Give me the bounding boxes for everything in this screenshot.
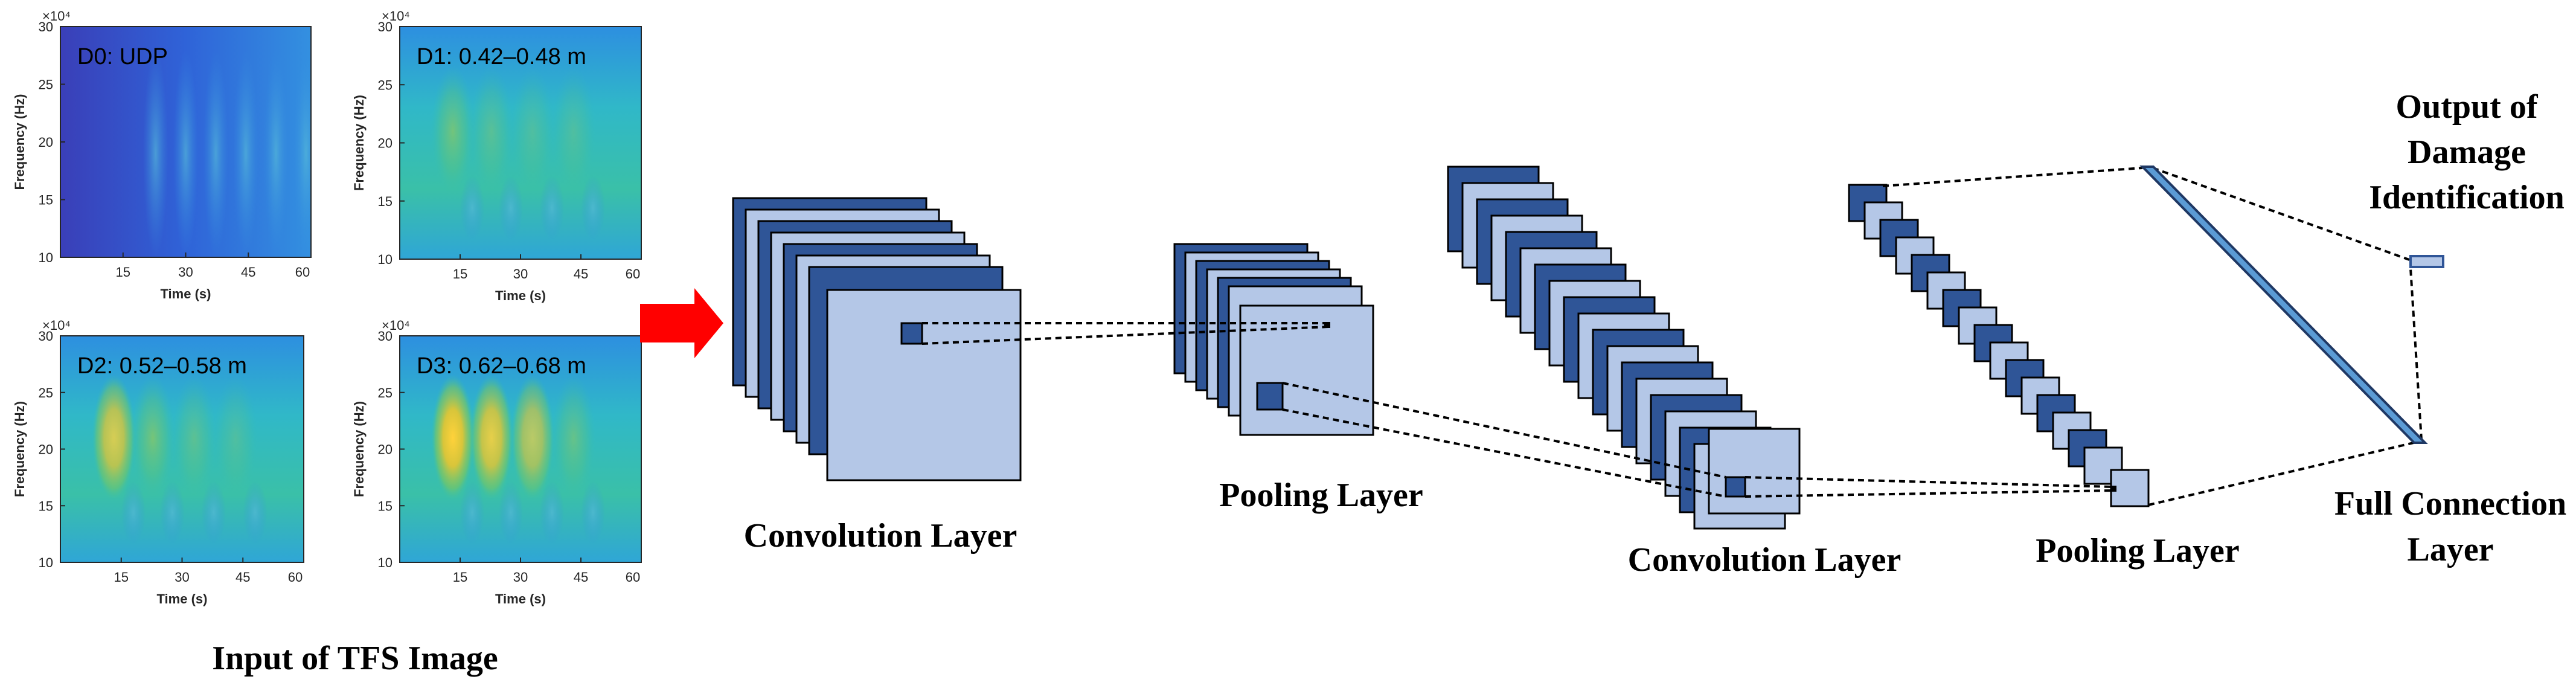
panel-label: D3: 0.62–0.68 m — [417, 353, 586, 379]
y-tick-label: 25 — [378, 77, 392, 92]
axis-exponent-label: ×10⁴ — [42, 318, 71, 333]
y-tick-label: 30 — [39, 329, 53, 344]
pool1-caption: Pooling Layer — [1219, 477, 1423, 514]
y-tick-label: 20 — [378, 442, 392, 457]
panel-label: D0: UDP — [77, 44, 168, 69]
spectrogram-image — [400, 336, 641, 562]
pool1-target-point — [1324, 322, 1330, 328]
x-tick-label: 60 — [626, 266, 640, 281]
spectrogram-image — [400, 27, 641, 259]
x-axis-label: Time (s) — [157, 591, 208, 606]
x-tick-label: 60 — [295, 265, 310, 280]
x-tick-label: 60 — [288, 570, 303, 585]
y-tick-label: 10 — [39, 555, 53, 570]
y-axis-label: Frequency (Hz) — [12, 94, 27, 190]
x-axis-label: Time (s) — [495, 591, 546, 606]
y-tick-label: 25 — [378, 385, 392, 400]
x-tick-label: 45 — [574, 266, 588, 281]
y-tick-label: 30 — [39, 19, 53, 34]
panel-label: D2: 0.52–0.58 m — [77, 353, 247, 379]
input-caption: Input of TFS Image — [212, 640, 498, 677]
pooling-layer-2-stack — [1848, 184, 2150, 507]
x-tick-label: 15 — [114, 570, 129, 585]
y-tick-label: 15 — [39, 193, 53, 208]
spectrogram-image — [60, 27, 311, 257]
axis-exponent-label: ×10⁴ — [42, 8, 71, 24]
full-connection-layer-bar — [2139, 166, 2428, 444]
x-tick-label: 15 — [453, 266, 467, 281]
red-arrow-icon — [640, 288, 723, 358]
y-tick-label: 10 — [378, 555, 392, 570]
x-tick-label: 30 — [513, 266, 528, 281]
output-caption-line3: Identification — [2369, 179, 2565, 216]
y-axis-label: Frequency (Hz) — [351, 95, 367, 191]
feature-map — [826, 289, 1022, 481]
x-tick-label: 30 — [178, 265, 193, 280]
y-tick-label: 30 — [378, 329, 392, 344]
x-tick-label: 15 — [453, 570, 467, 585]
feature-map — [1239, 304, 1374, 436]
x-tick-label: 30 — [513, 570, 528, 585]
kernel-connectors — [900, 167, 2423, 506]
full-connection-caption-line1: Full Connection — [2334, 485, 2566, 522]
x-tick-label: 30 — [175, 570, 189, 585]
panel-label: D1: 0.42–0.48 m — [417, 44, 586, 69]
convolution-layer-1-stack — [732, 197, 1022, 481]
conv2-kernel — [1725, 476, 1746, 498]
y-tick-label: 30 — [378, 19, 392, 34]
y-tick-label: 25 — [39, 77, 53, 92]
spectrogram-image — [60, 336, 304, 562]
pool1-kernel — [1256, 382, 1284, 411]
conv1-caption: Convolution Layer — [744, 517, 1017, 555]
y-tick-label: 20 — [378, 136, 392, 151]
full-connection-caption-line2: Layer — [2407, 531, 2493, 568]
feature-map — [1708, 428, 1801, 515]
feature-map — [2110, 469, 2150, 507]
y-tick-label: 10 — [378, 252, 392, 267]
axis-exponent-label: ×10⁴ — [382, 8, 410, 24]
y-tick-label: 15 — [39, 498, 53, 513]
x-tick-label: 45 — [574, 570, 588, 585]
x-tick-label: 60 — [626, 570, 640, 585]
x-tick-label: 45 — [241, 265, 255, 280]
y-axis-label: Frequency (Hz) — [12, 401, 27, 497]
pool2-caption: Pooling Layer — [2036, 532, 2240, 570]
y-tick-label: 15 — [378, 194, 392, 209]
output-node — [2409, 255, 2444, 268]
pool2-target-point — [2110, 486, 2116, 492]
y-tick-label: 15 — [378, 498, 392, 513]
x-axis-label: Time (s) — [161, 286, 211, 301]
conv1-kernel — [900, 322, 923, 345]
y-axis-label: Frequency (Hz) — [351, 401, 367, 497]
y-tick-label: 10 — [39, 250, 53, 265]
x-axis-label: Time (s) — [495, 288, 546, 303]
x-tick-label: 45 — [235, 570, 250, 585]
x-tick-label: 15 — [116, 265, 130, 280]
output-caption-line2: Damage — [2408, 133, 2526, 171]
y-tick-label: 25 — [39, 385, 53, 400]
pooling-layer-1-stack — [1173, 243, 1374, 436]
y-tick-label: 20 — [39, 135, 53, 150]
y-tick-label: 20 — [39, 442, 53, 457]
convolution-layer-2-stack — [1447, 166, 1801, 530]
output-caption-line1: Output of — [2396, 88, 2539, 126]
conv2-caption: Convolution Layer — [1628, 541, 1902, 579]
axis-exponent-label: ×10⁴ — [382, 318, 410, 333]
